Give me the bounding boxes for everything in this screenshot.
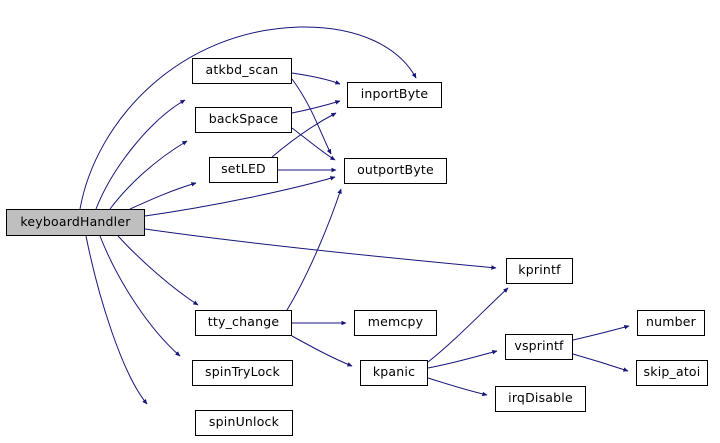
graph-node-label: keyboardHandler	[20, 213, 131, 229]
graph-edge-keyboardHandler-to-atkbd_scan	[95, 99, 186, 210]
graph-edge-keyboardHandler-to-spinUnlock	[85, 235, 148, 405]
graph-node-label: spinTryLock	[205, 364, 280, 380]
graph-node-outportByte[interactable]: outportByte	[344, 158, 447, 184]
graph-edge-kpanic-to-irqDisable	[427, 377, 488, 397]
graph-node-kpanic[interactable]: kpanic	[360, 360, 428, 386]
graph-edge-keyboardHandler-to-spinTryLock	[99, 235, 181, 357]
graph-edge-vsprintf-to-number	[572, 324, 630, 341]
graph-node-irqDisable[interactable]: irqDisable	[495, 386, 586, 412]
graph-node-label: atkbd_scan	[205, 62, 279, 78]
graph-edge-backSpace-to-inportByte	[291, 100, 341, 114]
graph-edge-keyboardHandler-to-kprintf	[144, 228, 497, 270]
graph-node-label: tty_change	[207, 314, 280, 330]
graph-node-label: number	[646, 314, 696, 330]
graph-node-label: vsprintf	[514, 338, 564, 354]
graph-edge-vsprintf-to-skip_atoi	[572, 353, 629, 372]
graph-node-label: setLED	[221, 161, 266, 177]
graph-node-label: inportByte	[360, 86, 429, 102]
graph-node-label: kprintf	[518, 262, 561, 278]
graph-edge-tty_change-to-outportByte	[286, 188, 342, 311]
graph-edge-keyboardHandler-to-setLED	[129, 182, 197, 210]
graph-node-kprintf[interactable]: kprintf	[506, 258, 573, 284]
graph-node-inportByte[interactable]: inportByte	[347, 82, 442, 108]
graph-edge-atkbd_scan-to-outportByte	[291, 78, 332, 155]
graph-node-label: irqDisable	[508, 390, 573, 406]
graph-edge-keyboardHandler-to-backSpace	[109, 140, 188, 210]
graph-node-label: memcpy	[367, 314, 424, 330]
graph-edge-kpanic-to-kprintf	[427, 287, 509, 363]
graph-node-memcpy[interactable]: memcpy	[354, 310, 437, 336]
graph-node-spinUnlock[interactable]: spinUnlock	[195, 410, 293, 436]
graph-node-number[interactable]: number	[637, 310, 705, 336]
graph-edge-kpanic-to-vsprintf	[427, 349, 498, 369]
graph-node-label: backSpace	[208, 111, 279, 127]
graph-node-label: skip_atoi	[643, 364, 701, 380]
graph-edge-keyboardHandler-to-tty_change	[117, 235, 199, 306]
graph-node-setLED[interactable]: setLED	[209, 157, 278, 183]
graph-node-label: outportByte	[357, 162, 434, 178]
graph-node-backSpace[interactable]: backSpace	[195, 107, 292, 133]
graph-node-keyboardHandler[interactable]: keyboardHandler	[6, 209, 145, 236]
graph-node-vsprintf[interactable]: vsprintf	[505, 334, 573, 360]
graph-edge-backSpace-to-outportByte	[291, 127, 336, 161]
graph-node-label: kpanic	[372, 364, 416, 380]
graph-edge-atkbd_scan-to-inportByte	[291, 72, 341, 85]
graph-edge-tty_change-to-kpanic	[291, 335, 353, 367]
graph-node-label: spinUnlock	[208, 414, 280, 430]
graph-node-spinTryLock[interactable]: spinTryLock	[192, 360, 293, 386]
graph-node-skip_atoi[interactable]: skip_atoi	[636, 360, 708, 386]
graph-node-tty_change[interactable]: tty_change	[195, 310, 292, 336]
graph-node-atkbd_scan[interactable]: atkbd_scan	[192, 58, 292, 84]
